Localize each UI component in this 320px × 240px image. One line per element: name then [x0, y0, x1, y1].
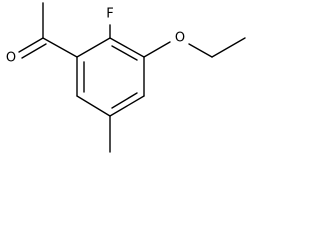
carbonyl-double-bond-outer	[18, 37, 44, 53]
carbonyl-double-bond-inner	[21, 43, 47, 59]
molecule-structure-canvas: O F O	[6, 2, 246, 153]
bond-ch2-to-ch3	[211, 37, 246, 58]
ring-bond-c2-c3	[109, 37, 145, 58]
acetyl-group: O	[6, 2, 78, 66]
bond-ring-to-ether-oxygen	[143, 41, 171, 58]
ring-bond-c1-c2	[76, 37, 111, 58]
atom-label-fluorine: F	[106, 7, 113, 22]
atom-label-ether-oxygen: O	[175, 31, 185, 46]
bond-ether-oxygen-to-ch2	[188, 43, 213, 58]
atom-label-carbonyl-oxygen: O	[6, 51, 16, 66]
ethoxy-substituent: O	[143, 31, 246, 58]
fluoro-substituent: F	[106, 7, 114, 39]
ring-double-bond-inner-c4-c5	[111, 92, 138, 109]
ring-bond-c4-c5	[109, 95, 145, 117]
ring-double-bond-inner-c2-c3	[111, 45, 138, 61]
benzene-ring	[76, 37, 145, 117]
bond-ring-to-carbonyl-carbon	[42, 37, 78, 58]
molecule-structure-diagram: O F O	[6, 2, 246, 153]
ring-bond-c5-c6	[76, 95, 111, 117]
